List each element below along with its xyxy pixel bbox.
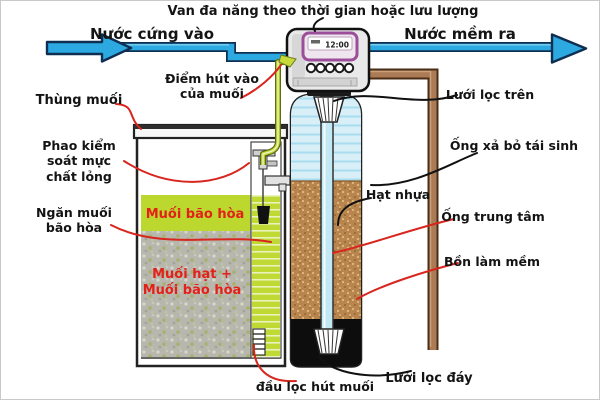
label-resin-beads: Hạt nhựa (365, 187, 431, 202)
label-top-mesh: Lưới lọc trên (445, 87, 535, 102)
inlet-pipe (119, 42, 291, 62)
label-salt-tank: Thùng muối (35, 93, 123, 108)
top-mesh-basket (313, 96, 345, 123)
label-outlet-flow: Nước mềm ra (404, 25, 516, 43)
resin-tank-graphic (289, 85, 363, 368)
valve-display-time: 12:00 (325, 41, 349, 50)
annotation-lines (110, 17, 478, 383)
outlet-pipe (365, 42, 557, 52)
float (257, 206, 270, 224)
outlet-arrow (550, 33, 588, 64)
label-drain-pipe: Ống xả bỏ tái sinh (449, 138, 579, 153)
valve-buttons[interactable] (305, 62, 355, 74)
label-suction-point: Điểm hút vào của muối (165, 71, 259, 102)
label-bottom-mesh: Lưới lọc đáy (385, 371, 473, 386)
brine-tube (260, 59, 289, 165)
label-center-pipe: Ống trung tâm (441, 209, 545, 224)
brine-injection-point (278, 54, 297, 68)
label-inlet-flow: Nước cứng vào (89, 25, 215, 43)
label-float-control: Phao kiểm soát mực chất lỏng (42, 138, 116, 184)
diagram-title: Van đa năng theo thời gian hoặc lưu lượn… (167, 4, 479, 19)
label-salt-filter-head: đầu lọc hút muối (255, 379, 375, 394)
salt-tank-graphic (132, 123, 291, 368)
label-granular-salt: Muối hạt + Muối bão hòa (142, 267, 242, 298)
bottom-mesh-basket (313, 328, 345, 355)
label-softener-tank: Bồn làm mềm (444, 254, 540, 269)
inlet-arrow (45, 33, 133, 63)
drain-pipe-graphic (361, 68, 439, 350)
control-valve-graphic: 12:00 (278, 27, 371, 93)
label-saturated-salt: Muối bão hòa (145, 207, 245, 222)
center-tube (320, 95, 334, 337)
label-salt-compartment: Ngăn muối bão hòa (36, 205, 112, 236)
